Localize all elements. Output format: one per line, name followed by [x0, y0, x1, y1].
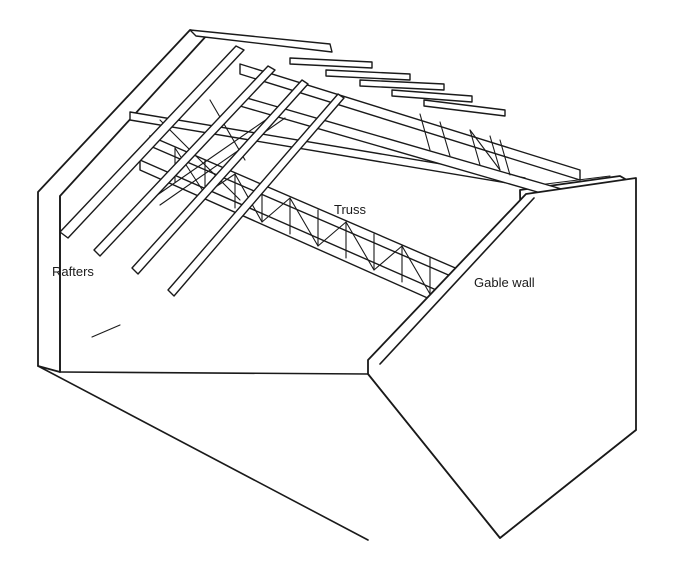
rafter-4 [167, 93, 345, 297]
rafters-label: Rafters [52, 264, 94, 279]
left-wall [37, 29, 209, 373]
front-gable-wall [367, 177, 637, 539]
rafter-3 [131, 79, 309, 275]
rafter-2 [93, 65, 276, 257]
rafter-top-4 [391, 89, 473, 103]
rafter-top-3 [359, 79, 445, 91]
floor-outline [91, 324, 121, 338]
top-plate-left [189, 29, 333, 53]
wall-base [37, 365, 369, 541]
rafter-top-2 [325, 69, 411, 81]
rafter-top-1 [289, 57, 373, 69]
rafter-top-5 [423, 99, 506, 117]
truss-label: Truss [334, 202, 367, 217]
rafters-group [59, 45, 506, 297]
rafter-1 [59, 45, 245, 239]
gable-wall-label: Gable wall [474, 275, 535, 290]
